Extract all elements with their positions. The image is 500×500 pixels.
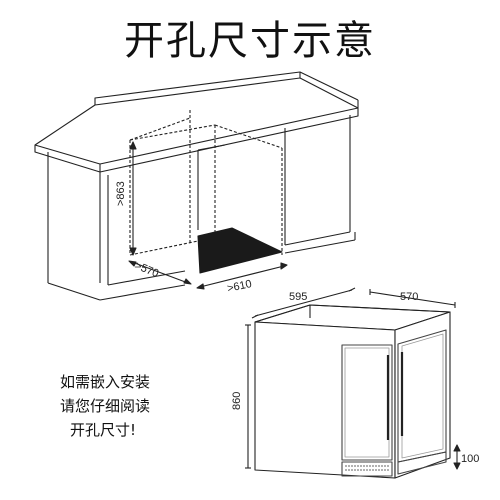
note-line-1: 如需嵌入安装 [60, 373, 151, 391]
left-cabinet [47, 152, 186, 301]
right-cabinet [197, 115, 356, 254]
cutout-width-dim [196, 262, 288, 290]
appliance-width-dim [251, 287, 356, 319]
toe-clearance-dim [453, 444, 461, 470]
note-line-3: 开孔尺寸! [70, 421, 137, 439]
cutout-depth-dim [128, 260, 192, 285]
cutout-depth-label: >570 [133, 260, 160, 280]
cutout-height-label: >863 [115, 181, 127, 206]
note-line-2: 请您仔细阅读 [60, 397, 151, 415]
appliance-depth-dim [369, 289, 456, 308]
toe-clearance-label: 100 [461, 453, 479, 465]
page-title: 开孔尺寸示意 [124, 18, 376, 64]
wine-cooler [254, 304, 451, 479]
floor-opening [197, 227, 283, 274]
appliance-height-dim [245, 324, 251, 469]
countertop [34, 71, 359, 173]
cutout-outline [129, 110, 283, 256]
appliance-height-label: 860 [231, 392, 243, 410]
cutout-width-label: >610 [226, 278, 253, 295]
cutout-height-dim [129, 141, 137, 256]
appliance-depth-label: 570 [400, 291, 418, 303]
base-grill [341, 461, 393, 477]
left-door [341, 344, 393, 461]
appliance-width-label: 595 [289, 291, 307, 303]
installation-note: 如需嵌入安装 请您仔细阅读 开孔尺寸! [60, 370, 150, 442]
